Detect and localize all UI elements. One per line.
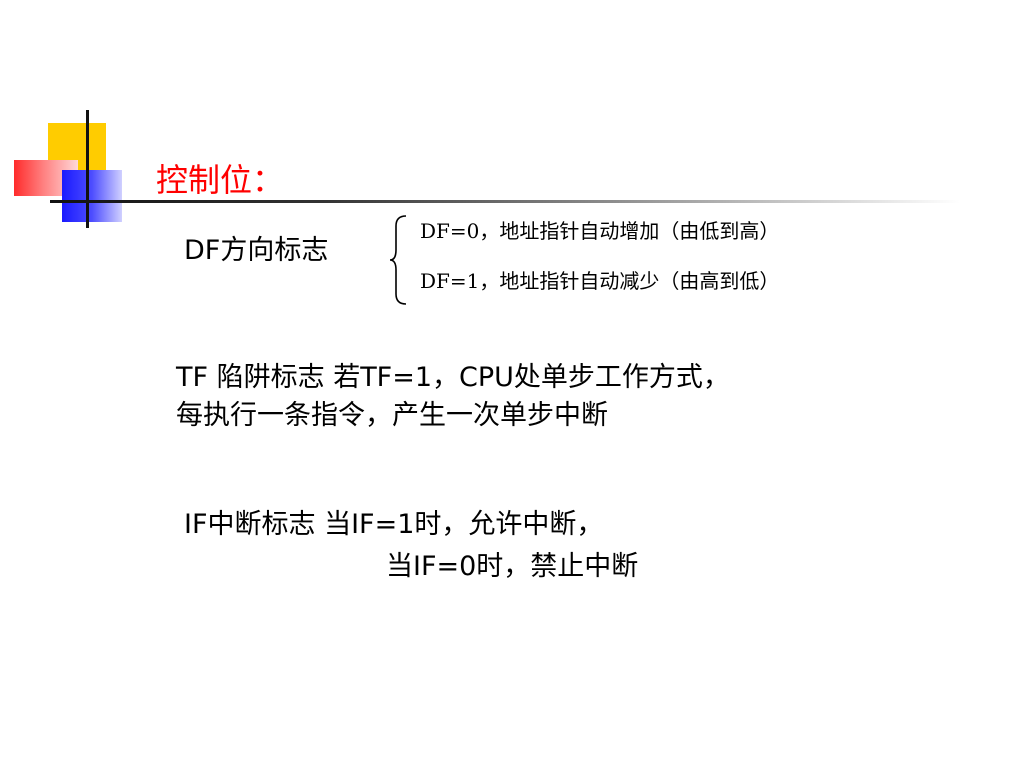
- title-underline: [50, 200, 960, 203]
- tf-flag-line-2: 每执行一条指令，产生一次单步中断: [176, 400, 608, 431]
- decor-blue-square: [62, 170, 122, 222]
- if-flag-line-2: 当IF=0时，禁止中断: [386, 551, 639, 582]
- df-option-1: DF=1，地址指针自动减少（由高到低）: [420, 269, 780, 293]
- df-option-0: DF=0，地址指针自动增加（由低到高）: [420, 219, 780, 243]
- slide-title: 控制位：: [156, 161, 285, 199]
- decor-vertical-line: [86, 110, 89, 228]
- tf-flag-line-1: TF 陷阱标志 若TF=1，CPU处单步工作方式，: [176, 362, 730, 393]
- df-flag-label: DF方向标志: [184, 235, 329, 266]
- if-flag-line-1: IF中断标志 当IF=1时，允许中断，: [184, 509, 604, 540]
- left-brace-icon: [389, 215, 407, 305]
